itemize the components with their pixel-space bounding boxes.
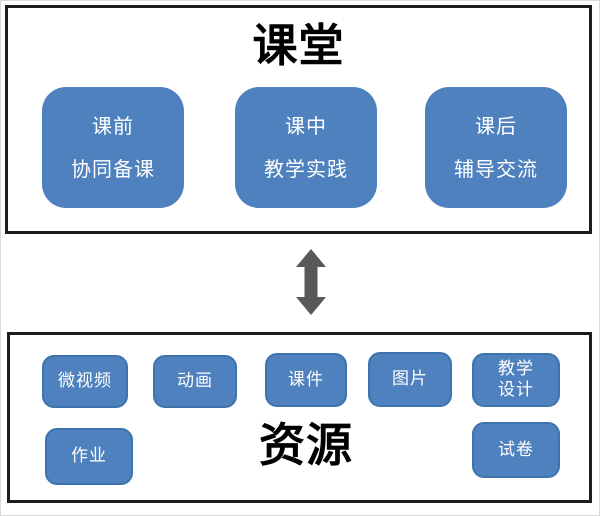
double-arrow-icon	[296, 249, 326, 315]
stage-box-in-class: 课中 教学实践	[235, 87, 377, 208]
connector	[296, 249, 326, 315]
resource-label: 课件	[288, 369, 324, 390]
resource-label: 作业	[71, 446, 107, 466]
resource-label: 试卷	[498, 439, 534, 460]
resource-label: 教学 设计	[498, 359, 534, 400]
stage-box-after-class: 课后 辅导交流	[425, 87, 567, 208]
stage-line2: 辅导交流	[454, 157, 538, 181]
stage-line1: 课后	[475, 114, 517, 138]
resource-box-picture: 图片	[368, 352, 452, 407]
classroom-panel: 课堂 课前 协同备课 课中 教学实践 课后 辅导交流	[5, 5, 592, 234]
classroom-title: 课堂	[252, 19, 345, 72]
stage-line2: 协同备课	[71, 157, 155, 181]
resource-label: 图片	[392, 369, 428, 389]
stage-line1: 课前	[92, 114, 134, 138]
resource-box-test-paper: 试卷	[472, 422, 560, 478]
stage-line1: 课中	[285, 114, 327, 138]
resources-title: 资源	[259, 418, 353, 472]
stage-box-pre-class: 课前 协同备课	[42, 87, 184, 208]
resource-box-courseware: 课件	[265, 353, 347, 407]
resource-box-teaching-design: 教学 设计	[472, 353, 560, 407]
resource-label: 微视频	[58, 371, 112, 391]
resource-box-animation: 动画	[153, 355, 237, 408]
resource-label: 动画	[177, 371, 213, 391]
resources-panel: 微视频 动画 课件 图片 教学 设计 作业 资源 试卷	[7, 332, 592, 503]
resource-box-micro-video: 微视频	[42, 355, 128, 408]
stage-line2: 教学实践	[264, 157, 348, 181]
resource-box-homework: 作业	[45, 428, 133, 485]
